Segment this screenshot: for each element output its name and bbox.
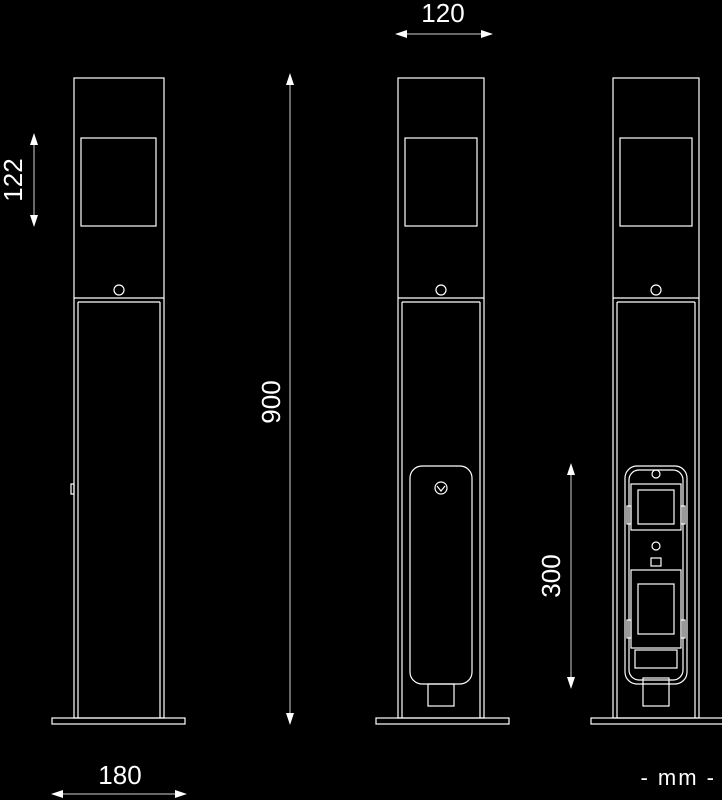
dimension-base-width: 180 <box>51 760 187 798</box>
dimension-total-height: 900 <box>256 73 294 725</box>
lower-clip-right <box>680 619 686 639</box>
socket-cover-panel <box>409 465 473 685</box>
cover-hinge <box>427 683 455 707</box>
cover-lock-arrow <box>436 485 446 492</box>
window-height-label: 122 <box>0 158 28 201</box>
cover-lock-icon <box>434 481 448 495</box>
side-screw <box>70 483 75 495</box>
upper-socket-outlet <box>637 489 675 525</box>
post-body <box>73 77 165 719</box>
front-view <box>375 77 510 725</box>
socket-panel-height-label: 300 <box>536 554 566 597</box>
post-body <box>397 77 485 719</box>
open-front-view <box>590 77 722 725</box>
light-window <box>619 137 693 227</box>
top-screw-icon <box>651 469 661 479</box>
light-window <box>404 137 478 227</box>
upper-clip-right <box>680 505 686 525</box>
base-plate <box>375 717 510 725</box>
base-plate <box>51 717 186 725</box>
base-width-label: 180 <box>98 760 141 790</box>
side-view <box>51 77 186 725</box>
socket-panel-frame <box>624 465 688 685</box>
lower-socket-outlet <box>637 583 675 635</box>
total-height-label: 900 <box>256 380 286 423</box>
top-width-label: 120 <box>421 0 464 28</box>
dimension-socket-panel-height: 300 <box>536 463 575 689</box>
cable-gland <box>642 677 670 707</box>
dimension-top-width: 120 <box>395 0 493 38</box>
post-body <box>612 77 700 719</box>
sensor-icon <box>650 284 662 296</box>
sensor-icon <box>435 284 447 296</box>
upper-clip-left <box>626 505 632 525</box>
lower-clip-left <box>626 619 632 639</box>
breaker-module <box>634 649 678 669</box>
middle-screw-icon <box>651 541 661 551</box>
middle-connector <box>650 557 662 567</box>
light-window <box>80 137 157 227</box>
dimension-window-height: 122 <box>0 133 38 227</box>
lower-socket-frame <box>630 569 682 649</box>
sensor-icon <box>113 284 125 296</box>
base-plate <box>590 717 722 725</box>
units-label: - mm - <box>640 765 716 790</box>
